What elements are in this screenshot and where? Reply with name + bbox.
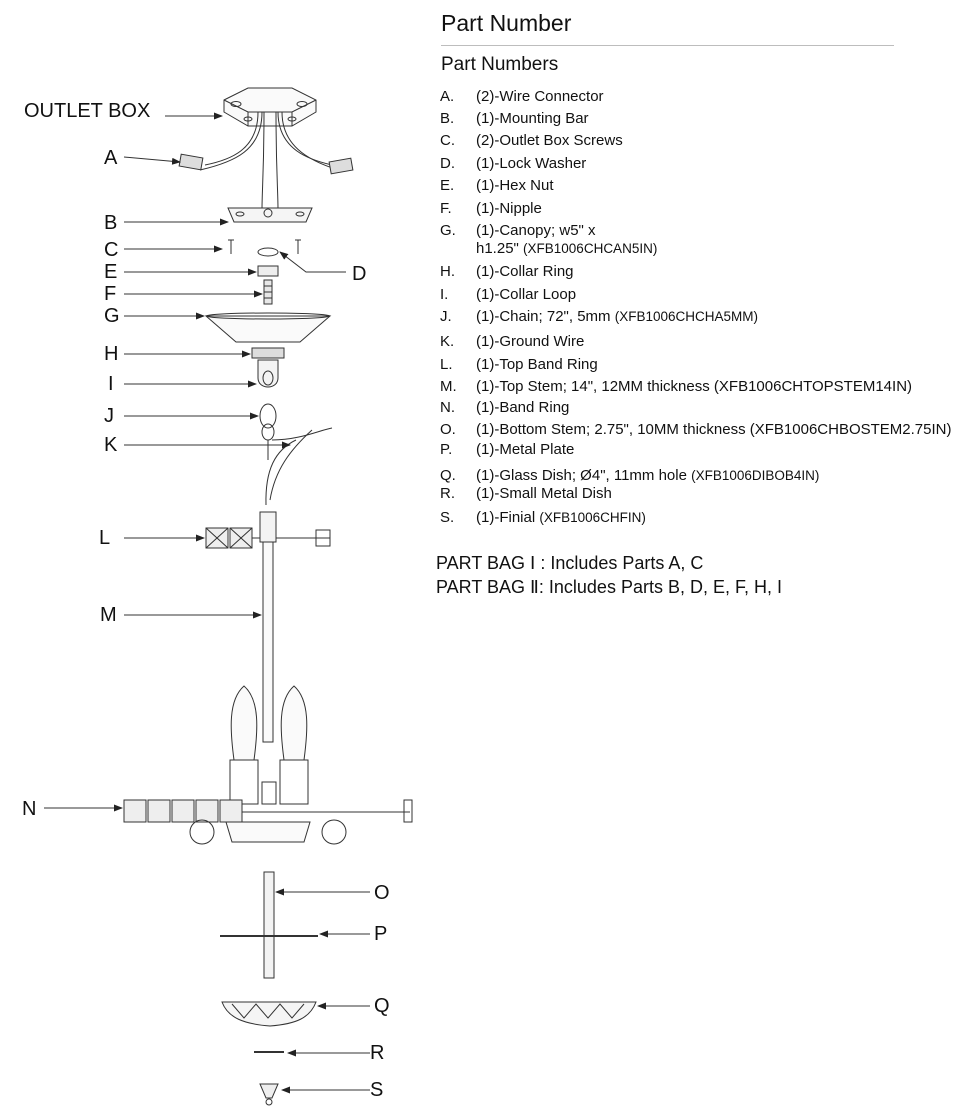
part-desc: (1)-Metal Plate: [476, 441, 575, 458]
part-letter: D.: [440, 155, 455, 172]
part-letter: K.: [440, 333, 455, 350]
callout-r: R: [370, 1042, 385, 1064]
glass-dish-drawing: [221, 1001, 317, 1027]
part-letter: S.: [440, 509, 455, 526]
callout-l: L: [99, 527, 111, 549]
part-desc: (1)-Lock Washer: [476, 155, 587, 172]
callout-e: E: [104, 261, 118, 283]
part-bag-1: PART BAG Ⅰ : Includes Parts A, C: [436, 553, 704, 573]
callout-b: B: [104, 212, 118, 234]
candle-drawing: [229, 685, 309, 805]
callout-s: S: [370, 1079, 384, 1101]
callout-a: A: [104, 147, 118, 169]
part-desc-text: (1)-Chain; 72", 5mm: [476, 308, 615, 325]
part-desc: (2)-Outlet Box Screws: [476, 132, 623, 149]
part-letter: B.: [440, 110, 455, 127]
part-desc: (1)-Collar Loop: [476, 286, 577, 303]
part-code: (XFB1006DIBOB4IN): [691, 468, 820, 483]
callout-d: D: [352, 263, 367, 285]
part-letter: R.: [440, 485, 455, 502]
part-desc: (1)-Mounting Bar: [476, 110, 589, 127]
part-desc: (1)-Nipple: [476, 200, 542, 217]
part-letter: L.: [440, 356, 453, 373]
callout-q: Q: [374, 995, 390, 1017]
part-numbers-heading: Part Numbers: [441, 54, 559, 75]
title-divider: [441, 45, 894, 46]
part-desc: (1)-Ground Wire: [476, 333, 585, 350]
callout-o: O: [374, 882, 390, 904]
part-letter: H.: [440, 263, 455, 280]
callout-outlet-box: OUTLET BOX: [24, 100, 151, 122]
part-desc-continued: h1.25" (XFB1006CHCAN5IN): [476, 240, 657, 258]
part-desc-text: (1)-Glass Dish; Ø4", 11mm hole: [476, 467, 692, 484]
part-letter: C.: [440, 132, 455, 149]
top-band-ring-drawing: [205, 527, 331, 549]
part-desc-line2: h1.25": [476, 240, 524, 257]
part-desc-text: (1)-Finial: [476, 509, 540, 526]
band-ring-drawing: [123, 799, 413, 845]
part-letter: A.: [440, 88, 455, 105]
callout-c: C: [104, 239, 119, 261]
part-desc: (1)-Band Ring: [476, 399, 570, 416]
part-letter: Q.: [440, 467, 456, 484]
part-letter: J.: [440, 308, 452, 325]
part-code: (XFB1006CHCAN5IN): [523, 241, 658, 256]
part-desc: (1)-Top Band Ring: [476, 356, 598, 373]
part-desc: (1)-Finial (XFB1006CHFIN): [476, 509, 646, 527]
part-code: (XFB1006CHCHA5MM): [614, 309, 758, 324]
part-desc: (1)-Canopy; w5" x: [476, 222, 596, 239]
top-stem-drawing: [259, 511, 277, 743]
part-desc: (1)-Glass Dish; Ø4", 11mm hole (XFB1006D…: [476, 467, 819, 485]
part-desc: (1)-Bottom Stem; 2.75", 10MM thickness (…: [476, 421, 952, 438]
part-desc: (1)-Top Stem; 14", 12MM thickness (XFB10…: [476, 378, 913, 395]
page-title: Part Number: [441, 10, 572, 36]
part-letter: I.: [440, 286, 449, 303]
callout-j: J: [104, 405, 114, 427]
part-letter: E.: [440, 177, 455, 194]
part-desc: (1)-Small Metal Dish: [476, 485, 612, 502]
callout-n: N: [22, 798, 37, 820]
callout-p: P: [374, 923, 388, 945]
wire-connector-drawing: [178, 153, 354, 175]
callout-i: I: [108, 373, 114, 395]
part-desc: (1)-Hex Nut: [476, 177, 554, 194]
callout-k: K: [104, 434, 118, 456]
callout-m: M: [100, 604, 117, 626]
part-desc: (1)-Chain; 72", 5mm (XFB1006CHCHA5MM): [476, 308, 758, 326]
part-letter: G.: [440, 222, 456, 239]
canopy-drawing: [204, 312, 332, 343]
outlet-box-drawing: [223, 87, 317, 127]
part-code: (XFB1006CHFIN): [539, 510, 646, 525]
part-letter: M.: [440, 378, 457, 395]
part-letter: N.: [440, 399, 455, 416]
part-desc: (1)-Collar Ring: [476, 263, 574, 280]
part-desc: (2)-Wire Connector: [476, 88, 604, 105]
part-letter: F.: [440, 200, 452, 217]
callout-h: H: [104, 343, 119, 365]
callout-f: F: [104, 283, 117, 305]
mounting-bar-drawing: [227, 207, 313, 223]
part-letter: P.: [440, 441, 453, 458]
callout-g: G: [104, 305, 120, 327]
part-bag-2: PART BAG Ⅱ: Includes Parts B, D, E, F, H…: [436, 577, 782, 597]
part-letter: O.: [440, 421, 456, 438]
